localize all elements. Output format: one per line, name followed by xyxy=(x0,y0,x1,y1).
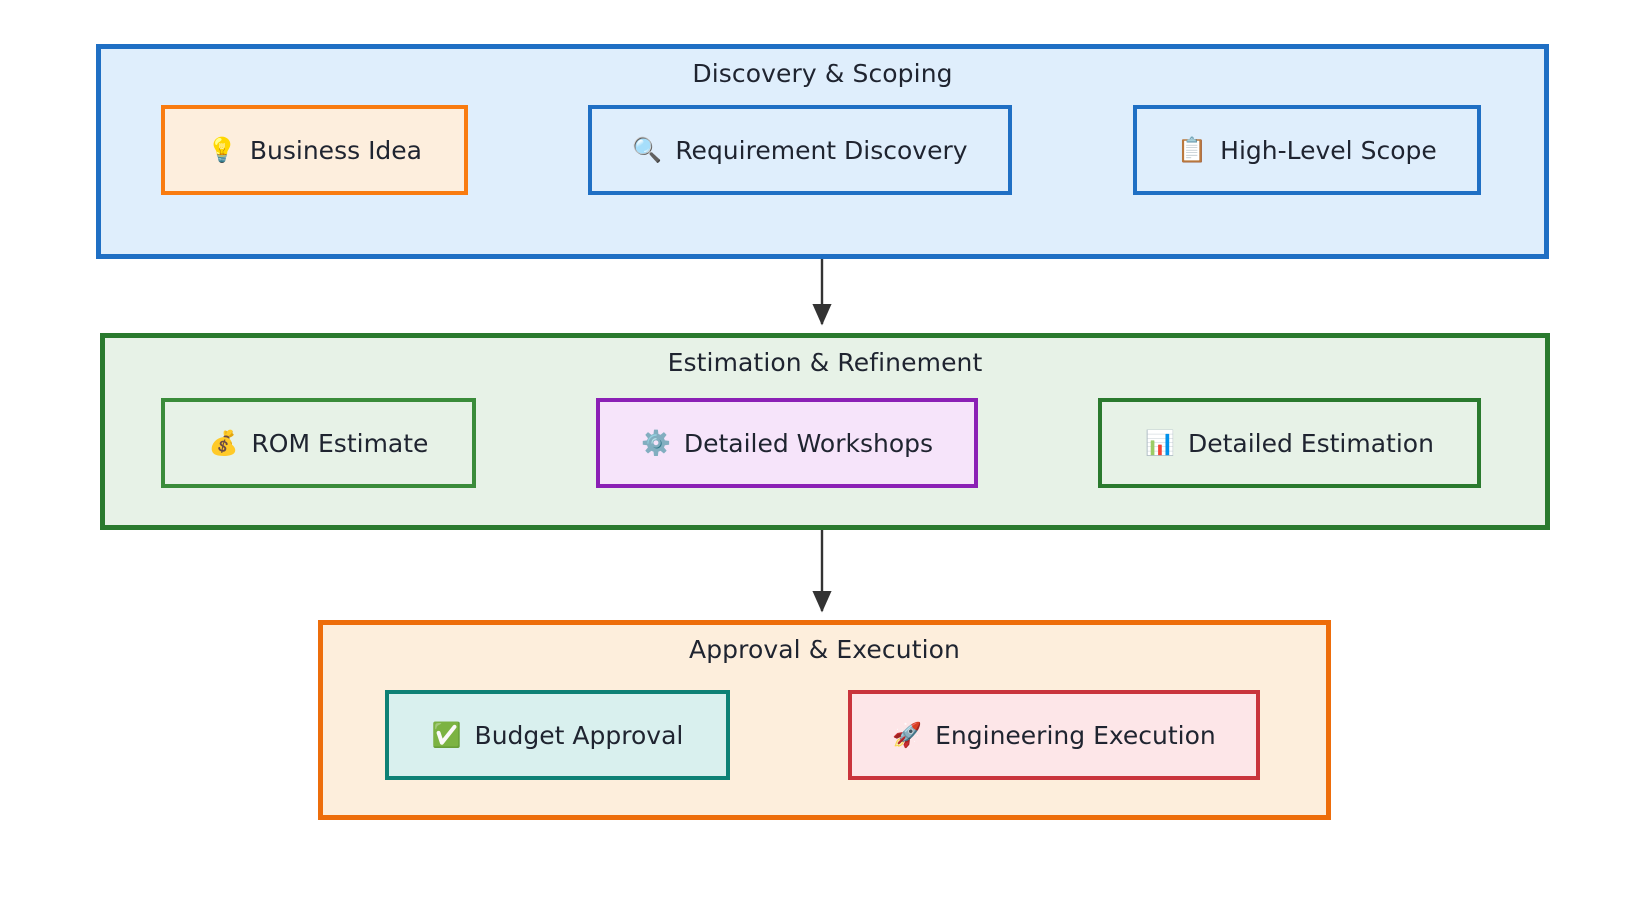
bar-chart-icon: 📊 xyxy=(1145,429,1175,457)
magnifying-glass-icon: 🔍 xyxy=(632,136,663,164)
cluster-title-discovery: Discovery & Scoping xyxy=(692,59,953,88)
node-label-requirement-discovery: Requirement Discovery xyxy=(675,135,968,165)
node-detailed-workshops[interactable]: ⚙️ Detailed Workshops xyxy=(596,398,978,488)
check-mark-box-icon: ✅ xyxy=(431,721,462,749)
rocket-icon: 🚀 xyxy=(892,721,923,749)
node-detailed-estimation[interactable]: 📊 Detailed Estimation xyxy=(1098,398,1481,488)
node-label-engineering-execution: Engineering Execution xyxy=(935,720,1216,750)
light-bulb-icon: 💡 xyxy=(206,136,237,164)
node-budget-approval[interactable]: ✅ Budget Approval xyxy=(385,690,730,780)
clipboard-icon: 📋 xyxy=(1177,136,1208,164)
node-label-business-idea: Business Idea xyxy=(249,135,423,165)
node-label-detailed-workshops: Detailed Workshops xyxy=(683,428,934,458)
node-rom-estimate[interactable]: 💰 ROM Estimate xyxy=(161,398,476,488)
node-label-detailed-estimation: Detailed Estimation xyxy=(1187,428,1434,458)
node-business-idea[interactable]: 💡 Business Idea xyxy=(161,105,468,195)
money-bag-icon: 💰 xyxy=(208,429,239,457)
node-requirement-discovery[interactable]: 🔍 Requirement Discovery xyxy=(588,105,1012,195)
node-engineering-execution[interactable]: 🚀 Engineering Execution xyxy=(848,690,1260,780)
node-label-budget-approval: Budget Approval xyxy=(474,720,684,750)
node-label-high-level-scope: High-Level Scope xyxy=(1220,135,1437,165)
gear-icon: ⚙️ xyxy=(640,429,671,457)
node-high-level-scope[interactable]: 📋 High-Level Scope xyxy=(1133,105,1481,195)
cluster-title-estimation: Estimation & Refinement xyxy=(667,348,983,377)
node-label-rom-estimate: ROM Estimate xyxy=(251,428,429,458)
cluster-title-approval: Approval & Execution xyxy=(689,635,960,664)
